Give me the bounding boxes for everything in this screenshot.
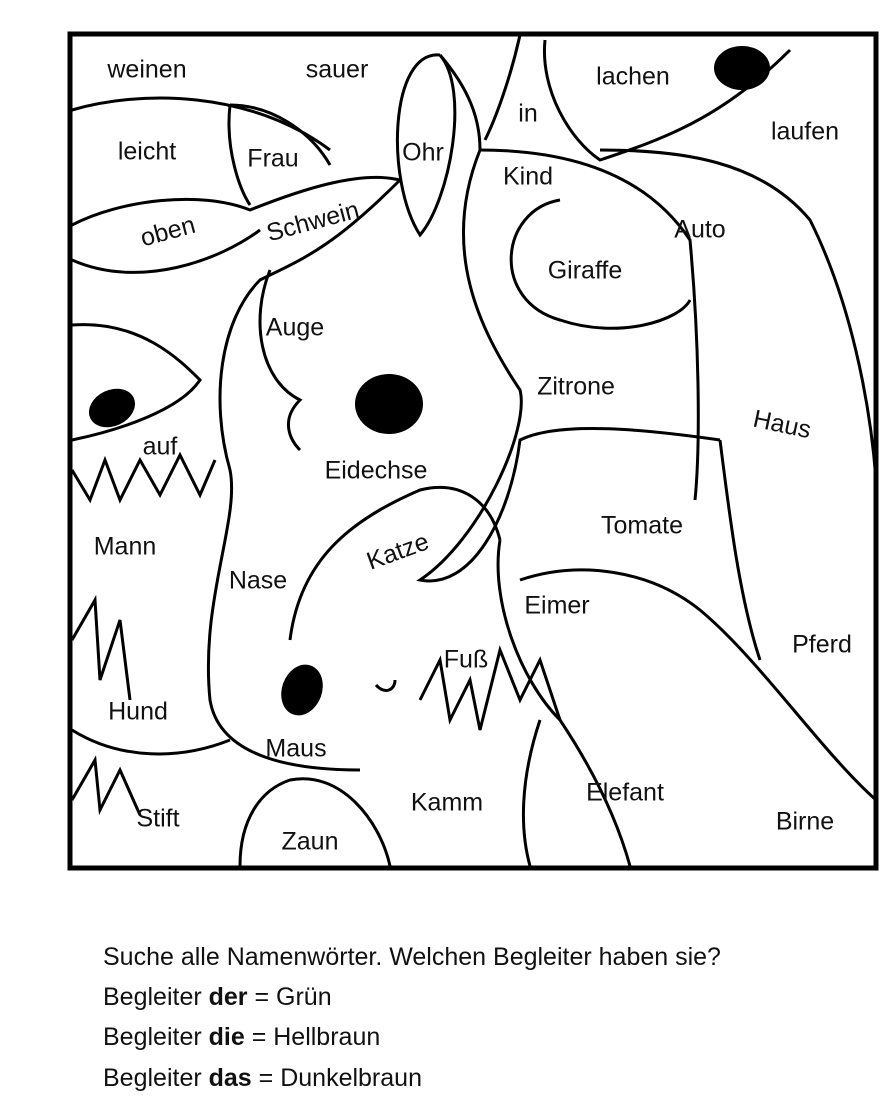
word-elefant[interactable]: Elefant xyxy=(586,778,664,807)
color-gruen: = Grün xyxy=(247,983,332,1011)
word-lachen[interactable]: lachen xyxy=(596,62,670,91)
word-weinen[interactable]: weinen xyxy=(107,55,187,84)
horse-nostril xyxy=(281,664,323,716)
word-auto[interactable]: Auto xyxy=(674,215,726,244)
word-giraffe[interactable]: Giraffe xyxy=(547,256,623,285)
prefix: Begleiter xyxy=(103,1064,209,1092)
fox-eye-top xyxy=(714,46,770,90)
word-eidechse[interactable]: Eidechse xyxy=(324,456,428,485)
instruction-die: Begleiter die = Hellbraun xyxy=(103,1023,380,1052)
word-ohr[interactable]: Ohr xyxy=(402,138,444,167)
word-stift[interactable]: Stift xyxy=(136,804,180,833)
word-kind[interactable]: Kind xyxy=(502,162,554,191)
article-das: das xyxy=(208,1064,252,1092)
coloring-picture-horse xyxy=(67,31,879,871)
word-hund[interactable]: Hund xyxy=(108,697,168,726)
prefix: Begleiter xyxy=(103,983,209,1011)
horse-eye xyxy=(355,374,423,434)
word-laufen[interactable]: laufen xyxy=(770,117,840,146)
word-tomate[interactable]: Tomate xyxy=(601,511,683,540)
color-hellbraun: = Hellbraun xyxy=(244,1023,381,1051)
word-mann[interactable]: Mann xyxy=(93,532,157,561)
word-eimer[interactable]: Eimer xyxy=(524,591,590,620)
word-frau[interactable]: Frau xyxy=(247,144,299,173)
word-pferd[interactable]: Pferd xyxy=(792,630,852,659)
instruction-der: Begleiter der = Grün xyxy=(103,983,332,1012)
color-dunkelbraun: = Dunkelbraun xyxy=(251,1064,422,1092)
word-auge[interactable]: Auge xyxy=(265,313,325,342)
word-leicht[interactable]: leicht xyxy=(117,137,177,166)
prefix: Begleiter xyxy=(103,1023,209,1051)
word-zaun[interactable]: Zaun xyxy=(281,827,339,856)
picture-frame xyxy=(67,31,879,871)
word-zitrone[interactable]: Zitrone xyxy=(537,372,615,401)
word-in[interactable]: in xyxy=(518,99,538,128)
article-die: die xyxy=(208,1023,245,1051)
word-birne[interactable]: Birne xyxy=(775,807,835,836)
instruction-das: Begleiter das = Dunkelbraun xyxy=(103,1064,422,1093)
word-auf[interactable]: auf xyxy=(142,432,178,461)
instruction-question: Suche alle Namenwörter. Welchen Begleite… xyxy=(103,943,721,971)
article-der: der xyxy=(208,983,248,1011)
word-sauer[interactable]: sauer xyxy=(305,55,369,84)
word-fuss[interactable]: Fuß xyxy=(443,645,489,674)
word-kamm[interactable]: Kamm xyxy=(410,788,484,817)
word-nase[interactable]: Nase xyxy=(228,566,288,595)
word-maus[interactable]: Maus xyxy=(265,734,327,763)
fox-eye-left xyxy=(88,388,136,428)
